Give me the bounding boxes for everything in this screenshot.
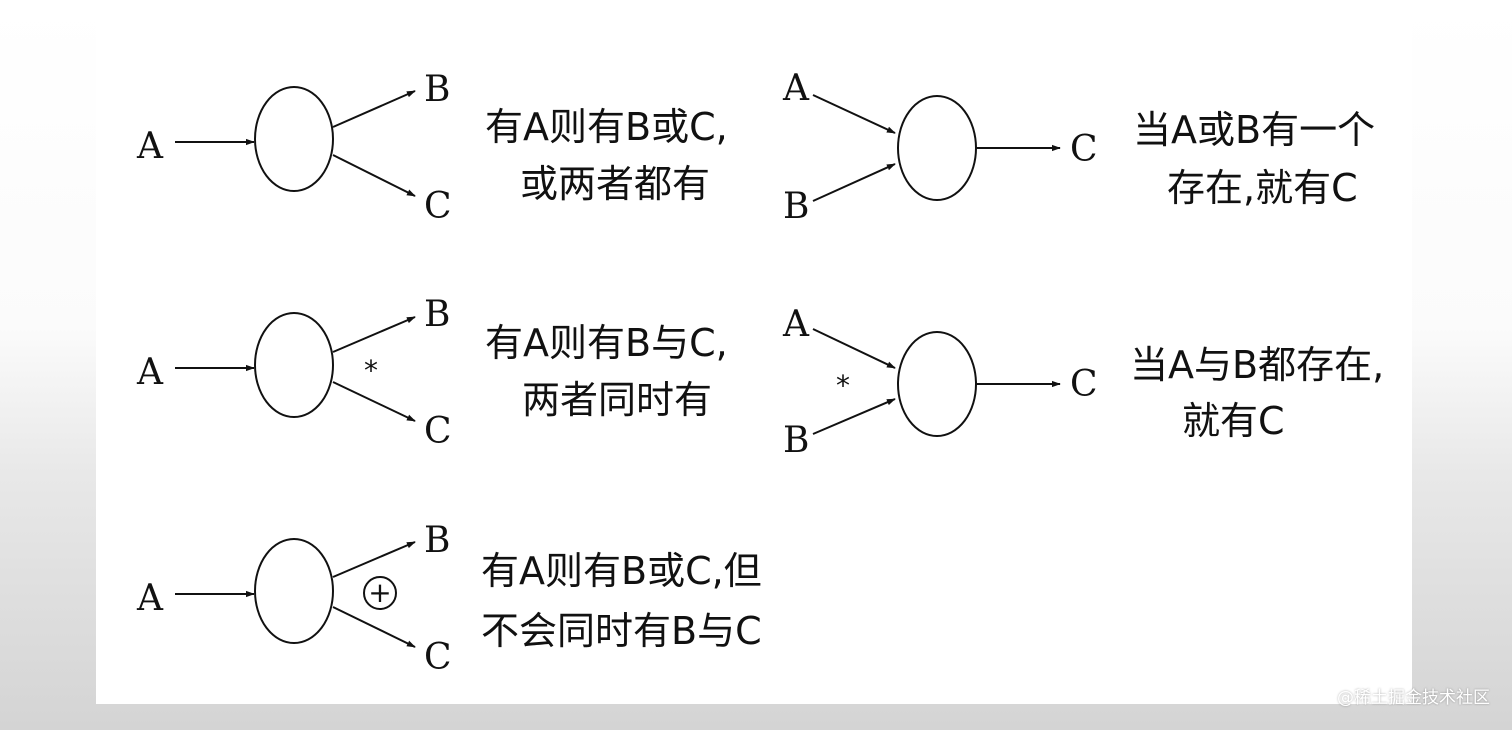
and-join-bottom-input-label: B [783, 420, 809, 461]
diagram-card [96, 0, 1412, 704]
xor-split-caption-line1: 有A则有B或C,但 [481, 549, 762, 593]
or-split-bottom-label: C [424, 186, 452, 227]
or-split-node [254, 86, 334, 192]
or-split-diagram: A B C 有A则有B或C, 或两者都有 [136, 69, 728, 227]
xor-split-input-label: A [136, 578, 164, 619]
or-join-node [897, 95, 977, 201]
and-split-bottom-label: C [424, 411, 452, 452]
xor-split-bottom-arrow [332, 606, 416, 648]
or-join-output-label: C [1070, 129, 1098, 170]
xor-split-diagram: A + B C 有A则有B或C,但 不会同时有B与C [136, 520, 762, 678]
xor-split-node [254, 538, 334, 644]
or-join-caption-line2: 存在,就有C [1167, 166, 1358, 210]
or-split-bottom-arrow [332, 154, 416, 197]
and-join-output-label: C [1070, 364, 1098, 405]
and-join-top-input-label: A [782, 304, 810, 345]
and-join-bottom-arrow [812, 398, 896, 435]
or-split-caption-line1: 有A则有B或C, [485, 105, 728, 149]
or-split-top-arrow [332, 90, 416, 128]
and-join-symbol: * [836, 369, 850, 402]
and-split-top-label: B [424, 294, 450, 335]
or-join-bottom-input-label: B [783, 186, 809, 227]
xor-split-top-label: B [424, 520, 450, 561]
or-split-input-label: A [136, 126, 164, 167]
or-join-top-arrow [812, 94, 896, 134]
and-join-top-arrow [812, 328, 896, 369]
watermark: @稀土掘金技术社区 [1337, 688, 1490, 708]
and-split-input-label: A [136, 352, 164, 393]
and-split-diagram: A * B C 有A则有B与C, 两者同时有 [136, 294, 728, 452]
and-split-node [254, 312, 334, 418]
xor-split-caption-line2: 不会同时有B与C [481, 609, 762, 653]
and-split-caption-line2: 两者同时有 [522, 378, 712, 422]
or-split-caption-line2: 或两者都有 [520, 162, 710, 206]
or-join-top-input-label: A [782, 68, 810, 109]
or-join-bottom-arrow [812, 163, 896, 202]
xor-split-symbol: + [368, 576, 391, 609]
xor-symbol-circle [363, 576, 397, 610]
or-join-caption-line1: 当A或B有一个 [1133, 108, 1375, 152]
and-split-bottom-arrow [332, 381, 416, 422]
and-split-caption-line1: 有A则有B与C, [485, 321, 728, 365]
and-join-caption-line1: 当A与B都存在, [1130, 343, 1384, 387]
xor-split-bottom-label: C [424, 637, 452, 678]
or-join-diagram: A B C 当A或B有一个 存在,就有C [782, 68, 1375, 227]
and-join-caption-line2: 就有C [1182, 399, 1285, 443]
and-split-top-arrow [332, 316, 416, 353]
xor-split-top-arrow [332, 541, 416, 578]
and-join-diagram: A B * C 当A与B都存在, 就有C [782, 304, 1384, 461]
and-split-symbol: * [364, 354, 378, 387]
or-split-top-label: B [424, 69, 450, 110]
and-join-node [897, 331, 977, 437]
